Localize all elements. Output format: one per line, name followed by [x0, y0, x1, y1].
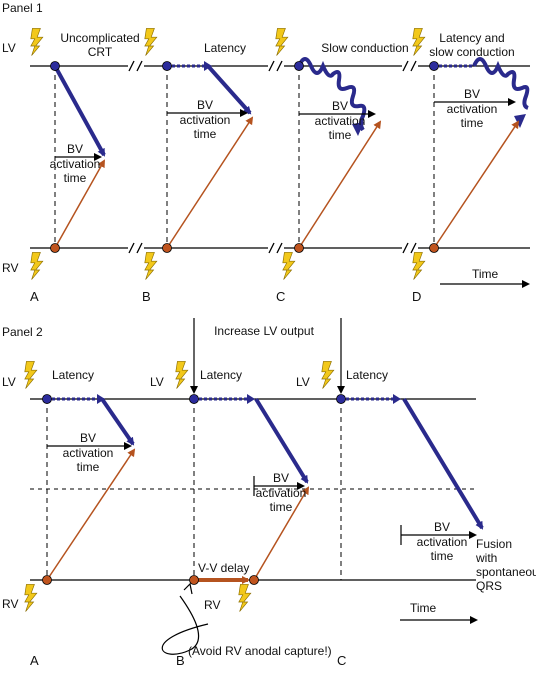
- panel-2-letter-a: A: [30, 653, 39, 668]
- scenario-a-letter: A: [30, 289, 39, 304]
- panel-2-a-latency-label: Latency: [52, 368, 94, 382]
- panel-2-b-bv-line3: time: [270, 500, 293, 514]
- rv-pacing-bolt-icon: [282, 252, 296, 280]
- scenario-c-bv-line3: time: [329, 128, 352, 142]
- fusion-line1: Fusion: [476, 537, 512, 551]
- scenario-b-bv-line3: time: [194, 127, 217, 141]
- scenario-c-bv-line1: BV: [332, 99, 348, 113]
- scenario-b-letter: B: [142, 289, 151, 304]
- scenario-a-bv-line1: BV: [67, 142, 83, 156]
- panel-2-c-lv-label: LV: [296, 375, 310, 389]
- lv-pacing-bolt-icon: [175, 361, 189, 389]
- lv-pacing-bolt-icon: [144, 28, 158, 56]
- panel-1-time-label: Time: [472, 267, 499, 281]
- scenario-c-bv-line2: activation: [315, 114, 366, 128]
- panel-2-scenario-a: Latency BV activation time A: [24, 361, 136, 668]
- lv-pacing-bolt-icon: [321, 361, 335, 389]
- rv-pacing-bolt-icon: [24, 584, 38, 612]
- panel-2-b-bv-line2: activation: [256, 486, 307, 500]
- scenario-a-bv-line3: time: [64, 171, 87, 185]
- vv-delay-label: V-V delay: [198, 561, 249, 575]
- panel-2-letter-c: C: [337, 653, 346, 668]
- panel-1: Panel 1 LV RV Uncomplicated: [2, 1, 530, 304]
- panel-2-c-latency-label: Latency: [346, 368, 388, 382]
- scenario-d-bv-line2: activation: [447, 102, 498, 116]
- scenario-d-label-line1: Latency and: [439, 31, 504, 45]
- panel-2-a-bv-line3: time: [77, 460, 100, 474]
- panel-2-c-bv-line2: activation: [417, 535, 468, 549]
- scenario-a-label-line1: Uncomplicated: [60, 31, 139, 45]
- panel-2-b-lv-label: LV: [150, 375, 164, 389]
- panel-1-scenario-b: Latency BV activation time B: [142, 28, 254, 304]
- fusion-line3: spontaneous: [476, 565, 536, 579]
- scenario-b-label: Latency: [204, 41, 246, 55]
- panel-2-b-latency-label: Latency: [200, 368, 242, 382]
- panel-2-time-label: Time: [410, 601, 437, 615]
- panel-2-lv-label: LV: [2, 375, 16, 389]
- scenario-b-bv-line2: activation: [180, 113, 231, 127]
- lv-pacing-bolt-icon: [275, 28, 289, 56]
- lv-pacing-bolt-icon: [30, 28, 44, 56]
- panel-2-rv-label: RV: [2, 597, 18, 611]
- scenario-d-label-line2: slow conduction: [429, 45, 514, 59]
- panel-1-scenario-a: Uncomplicated CRT BV activation time A: [30, 28, 140, 304]
- panel-2-a-bv-line1: BV: [80, 431, 96, 445]
- scenario-a-label-line2: CRT: [88, 45, 113, 59]
- panel-2-scenario-c: LV Latency BV activation time Fusion wit…: [296, 361, 536, 668]
- panel-1-rv-label: RV: [2, 261, 18, 275]
- rv-pacing-bolt-icon: [144, 252, 158, 280]
- fusion-line2: with: [475, 551, 497, 565]
- scenario-d-bv-line1: BV: [464, 87, 480, 101]
- scenario-c-letter: C: [276, 289, 285, 304]
- rv-pacing-bolt-icon: [238, 584, 252, 612]
- rv-pacing-bolt-icon: [30, 252, 44, 280]
- scenario-d-bv-line3: time: [461, 116, 484, 130]
- rv-pacing-bolt-icon: [412, 252, 426, 280]
- panel-1-rv-baseline: [30, 242, 530, 254]
- panel-1-scenario-d: Latency and slow conduction BV activatio…: [412, 28, 530, 304]
- panel-2-c-bv-line1: BV: [434, 520, 450, 534]
- panel-2-title: Panel 2: [2, 325, 43, 339]
- panel-2-a-bv-line2: activation: [63, 446, 114, 460]
- avoid-anodal-capture-label: (Avoid RV anodal capture!): [188, 644, 332, 658]
- panel-1-lv-label: LV: [2, 41, 16, 55]
- scenario-d-letter: D: [412, 289, 421, 304]
- fusion-line4: QRS: [476, 579, 502, 593]
- panel-1-scenario-c: Slow conduction BV activation time C: [275, 28, 409, 304]
- scenario-c-label: Slow conduction: [321, 41, 408, 55]
- panel-1-title: Panel 1: [2, 1, 43, 15]
- panel-2-letter-b: B: [176, 653, 185, 668]
- panel-2-b-rv-label: RV: [204, 598, 220, 612]
- scenario-a-bv-line2: activation: [50, 157, 101, 171]
- lv-pacing-bolt-icon: [412, 28, 426, 56]
- lv-pacing-bolt-icon: [24, 361, 38, 389]
- panel-2-scenario-b: LV Latency V-V delay RV BV activation ti…: [150, 361, 332, 668]
- panel-2-b-bv-line1: BV: [273, 471, 289, 485]
- panel-2: Panel 2 LV RV Increase LV output Latency…: [2, 318, 536, 668]
- panel-2-c-bv-line3: time: [431, 549, 454, 563]
- scenario-b-bv-line1: BV: [197, 98, 213, 112]
- increase-lv-output-label: Increase LV output: [214, 324, 315, 338]
